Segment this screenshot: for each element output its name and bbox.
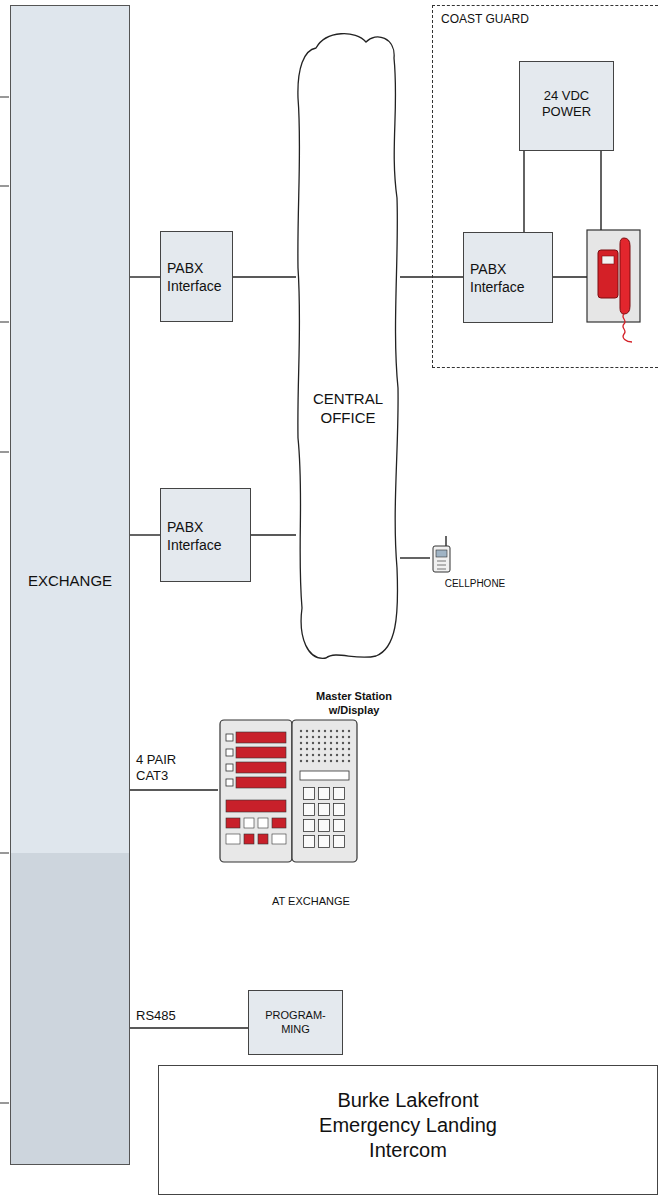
master-station: Master Station w/Display <box>218 688 408 866</box>
edge-ticks <box>0 97 9 1103</box>
connector-line <box>130 534 160 535</box>
connector-line <box>233 276 296 277</box>
node-text: PROGRAM- MING <box>260 1009 332 1037</box>
connector-line <box>130 1027 248 1028</box>
power-wire <box>552 150 601 277</box>
node-text: CELLPHONE <box>430 578 520 591</box>
title-box: Burke Lakefront Emergency Landing Interc… <box>158 1065 658 1195</box>
signal-label: 4 PAIR CAT3 <box>136 752 208 783</box>
connector-line <box>400 557 430 558</box>
cellphone: CELLPHONE <box>430 536 520 598</box>
central-office-cloud: CENTRAL OFFICE <box>296 28 400 662</box>
connector-line <box>251 534 296 535</box>
cellphone-icon <box>433 536 450 572</box>
node-text: COAST GUARD <box>441 12 654 27</box>
connector-line <box>523 151 524 232</box>
node-text: PABX Interface <box>167 519 237 554</box>
node-text: Master Station w/Display <box>300 690 408 718</box>
power-box: 24 VDC POWER <box>519 61 614 151</box>
node-text: EXCHANGE <box>11 572 129 591</box>
connector-line <box>130 789 218 790</box>
cloud-outline <box>296 28 400 662</box>
node-text: PABX Interface <box>167 260 228 295</box>
coast-guard-region: COAST GUARD 24 VDC POWER PABX Interface <box>432 5 658 368</box>
node-text: CENTRAL OFFICE <box>303 390 393 428</box>
node-text: 24 VDC POWER <box>536 88 598 121</box>
pabx-interface-box: PABX Interface <box>160 231 233 322</box>
note-label: AT EXCHANGE <box>272 895 350 908</box>
exchange-band: EXCHANGE <box>10 5 130 1165</box>
programming-box: PROGRAM- MING <box>248 990 343 1055</box>
telephone <box>587 230 640 342</box>
master-station-panel <box>220 720 357 862</box>
node-text: PABX Interface <box>470 261 540 296</box>
connector-line <box>130 276 160 277</box>
pabx-interface-box: PABX Interface <box>160 488 251 582</box>
pabx-interface-box: PABX Interface <box>463 232 553 323</box>
signal-label: RS485 <box>136 1008 208 1024</box>
node-text: Burke Lakefront Emergency Landing Interc… <box>303 1088 513 1163</box>
